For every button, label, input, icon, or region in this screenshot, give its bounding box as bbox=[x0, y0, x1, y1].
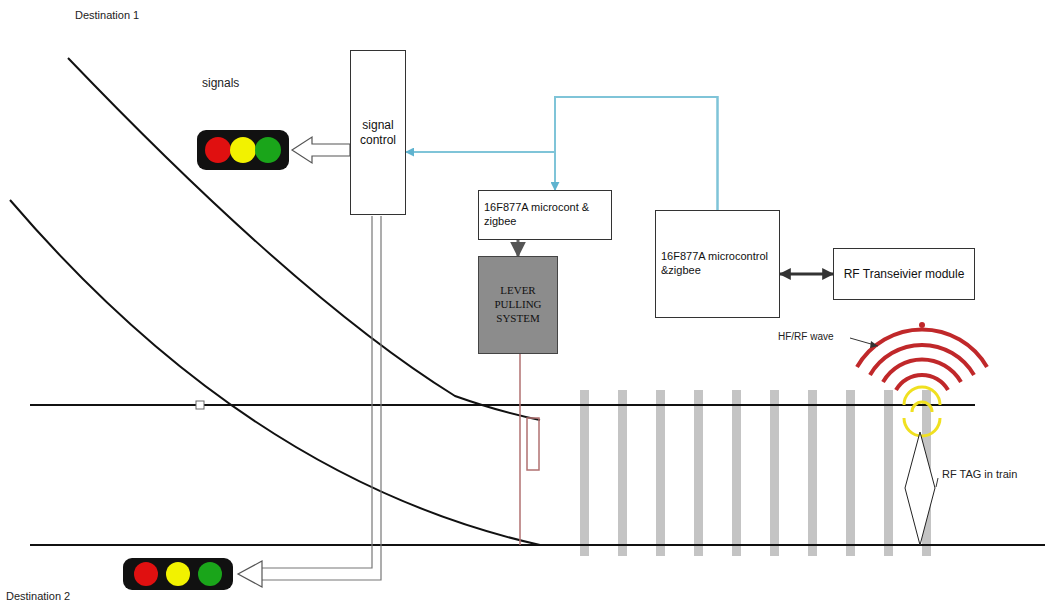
rf-wave bbox=[883, 359, 961, 382]
box-label: LEVER PULLING SYSTEM bbox=[484, 284, 552, 325]
actuator-box: LEVER PULLING SYSTEM bbox=[478, 256, 558, 354]
crossing bbox=[196, 401, 204, 409]
hollow-arrow bbox=[292, 137, 350, 163]
green-lamp bbox=[198, 562, 222, 586]
traffic-light bbox=[197, 130, 289, 170]
box-label: signal control bbox=[356, 118, 400, 148]
rf-wave bbox=[912, 402, 932, 412]
diverging-rail bbox=[68, 58, 540, 420]
box-label: 16F877A microcontrol &zigbee bbox=[661, 250, 774, 278]
process-box: signal control bbox=[350, 50, 406, 215]
annotation-label: signals bbox=[202, 76, 239, 90]
process-box: RF Transeivier module bbox=[833, 248, 975, 300]
connector bbox=[780, 273, 833, 276]
traffic-light bbox=[123, 558, 233, 590]
leader-line bbox=[936, 478, 938, 487]
red-lamp bbox=[134, 562, 158, 586]
rf-wave bbox=[919, 322, 925, 328]
destination-label: Destination 2 bbox=[6, 590, 70, 603]
sleepers bbox=[580, 390, 952, 556]
box-label: RF Transeivier module bbox=[839, 267, 969, 282]
yellow-lamp bbox=[166, 562, 190, 586]
lever-rod bbox=[519, 350, 521, 545]
red-lamp bbox=[205, 137, 231, 163]
signal-wire bbox=[262, 216, 381, 580]
signal-wire bbox=[262, 216, 372, 568]
yellow-lamp bbox=[230, 137, 256, 163]
annotation-label: RF TAG in train bbox=[942, 468, 1017, 481]
box-label: 16F877A microcont & zigbee bbox=[484, 201, 606, 229]
rf-wave bbox=[870, 345, 974, 375]
connector bbox=[517, 240, 520, 256]
rf-wave bbox=[857, 329, 987, 367]
annotation-label: HF/RF wave bbox=[778, 331, 834, 343]
green-lamp bbox=[255, 137, 281, 163]
rf-wave bbox=[904, 418, 940, 436]
leader-arrow bbox=[870, 341, 878, 348]
destination-label: Destination 1 bbox=[75, 9, 139, 22]
diverging-rail bbox=[10, 200, 540, 545]
switch-point bbox=[527, 418, 539, 470]
rail bbox=[30, 404, 975, 406]
hollow-arrow bbox=[238, 561, 262, 587]
rf-tag bbox=[905, 432, 935, 545]
process-box: 16F877A microcontrol &zigbee bbox=[655, 210, 780, 318]
process-box: 16F877A microcont & zigbee bbox=[478, 190, 612, 240]
